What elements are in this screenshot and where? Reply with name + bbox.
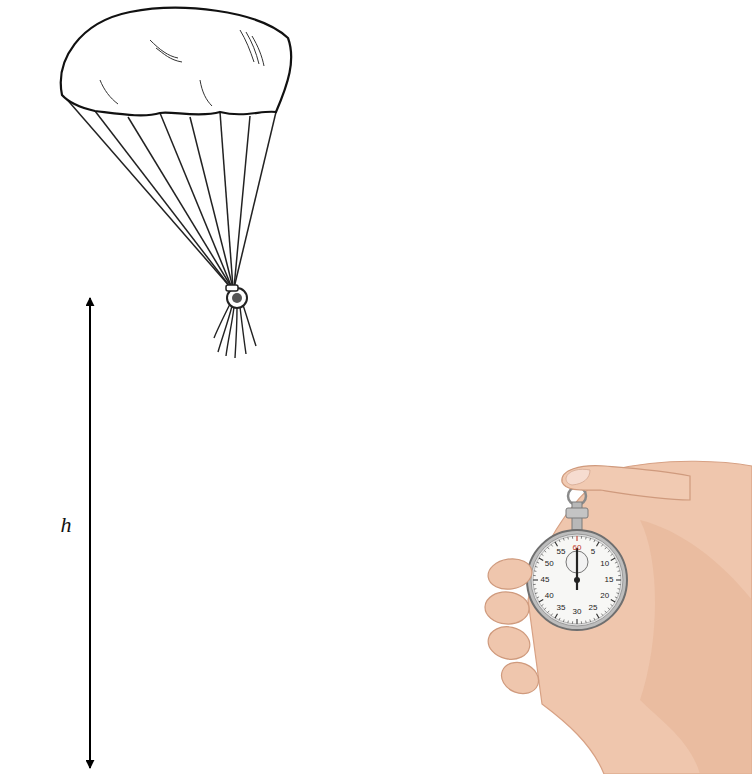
stopwatch (527, 487, 627, 630)
dial-tick (567, 621, 569, 623)
watch-bezel (531, 534, 623, 626)
dial-tick (616, 566, 618, 568)
dial-tick (611, 554, 613, 555)
dial-tick (537, 597, 539, 598)
dial-tick (618, 575, 620, 576)
dial-number: 30 (573, 608, 582, 616)
dial-tick (615, 562, 617, 563)
dial-number: 10 (600, 560, 609, 568)
dial-tick (611, 600, 615, 603)
dial-tick (535, 592, 537, 594)
parachute-canopy (61, 8, 291, 115)
suspension-lines (64, 96, 276, 288)
dial-tick (597, 542, 600, 546)
dial-tick (544, 551, 546, 553)
dial-tick (611, 604, 613, 605)
dial-tick (535, 566, 537, 568)
hand-pivot (574, 577, 580, 583)
dial-tick (601, 614, 602, 616)
tassels (214, 304, 256, 358)
dial-tick (533, 575, 535, 576)
fingers (484, 556, 543, 699)
dial-tick (585, 621, 587, 623)
parachute (61, 8, 291, 358)
height-label: h (61, 514, 72, 536)
canopy-shading (100, 30, 264, 106)
dial-tick (534, 588, 536, 590)
dial-number: 15 (605, 576, 614, 584)
second-hand (576, 548, 578, 590)
dial-tick (559, 540, 560, 542)
dial-tick (594, 540, 595, 542)
dial-tick (601, 544, 602, 546)
dial-ticks (533, 536, 621, 624)
dial-tick (608, 551, 610, 553)
dial-number: 45 (541, 576, 550, 584)
hand-shadow (640, 520, 752, 774)
dial-tick (585, 537, 587, 539)
dial-tick (541, 554, 543, 555)
dial-tick (618, 588, 620, 590)
dial-tick (544, 608, 546, 610)
dial-number: 60 (573, 544, 582, 552)
dial-tick (555, 614, 558, 618)
dial-tick (548, 611, 550, 613)
dial-tick (605, 547, 607, 549)
dial-tick (551, 544, 552, 546)
crown-button (566, 508, 588, 518)
dial-number: 35 (557, 604, 566, 612)
dial-tick (615, 597, 617, 598)
dial-tick (611, 558, 615, 561)
dial-tick (608, 608, 610, 610)
payload-knot (226, 285, 238, 291)
watch-case (527, 530, 627, 630)
dial-tick (533, 579, 538, 580)
dial-tick (581, 621, 582, 623)
dial-tick (576, 619, 577, 624)
dial-number: 50 (545, 560, 554, 568)
payload (232, 293, 242, 303)
dial-tick (559, 618, 560, 620)
dial-tick (539, 600, 543, 603)
dial-tick (541, 604, 543, 605)
dial-tick (616, 592, 618, 594)
dial-tick (572, 621, 573, 623)
dial-tick (548, 547, 550, 549)
dial-tick (539, 558, 543, 561)
dial-tick (551, 614, 552, 616)
dial-tick (576, 536, 577, 541)
dial-number: 55 (557, 548, 566, 556)
dial-tick (563, 538, 565, 540)
watch-face (533, 536, 621, 624)
dial-tick (616, 579, 621, 580)
dial-tick (618, 584, 620, 585)
dial-number: 5 (591, 548, 595, 556)
dial-tick (594, 618, 595, 620)
dial-tick (533, 584, 535, 585)
dial-tick (534, 570, 536, 572)
dial-number: 25 (589, 604, 598, 612)
dial-tick (563, 619, 565, 621)
thumb (562, 466, 690, 500)
dial-number: 20 (600, 592, 609, 600)
dial-tick (605, 611, 607, 613)
dial-tick (589, 619, 591, 621)
dial-tick (589, 538, 591, 540)
dial-tick (572, 536, 573, 538)
thumbnail (566, 469, 590, 485)
dial-tick (597, 614, 600, 618)
dial-number: 40 (545, 592, 554, 600)
dial-tick (537, 562, 539, 563)
dial-tick (567, 537, 569, 539)
dial-tick (618, 570, 620, 572)
dial-tick (581, 536, 582, 538)
dial-tick (555, 542, 558, 546)
hand (528, 461, 752, 774)
height-arrow (89, 298, 91, 768)
